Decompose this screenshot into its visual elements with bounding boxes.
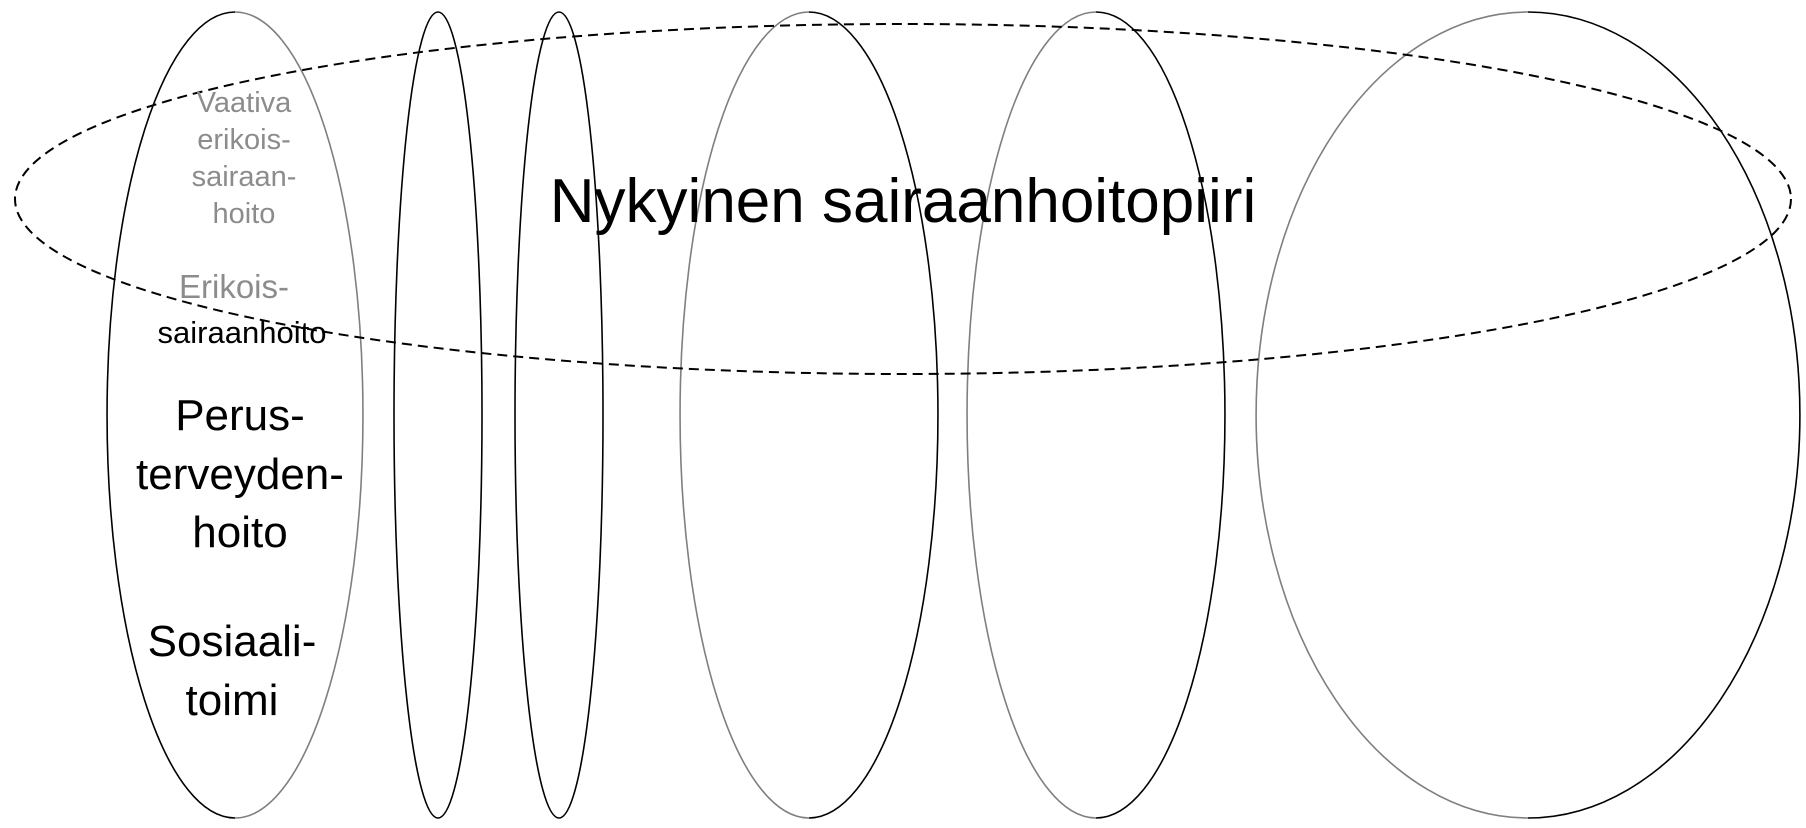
label-vaativa-line-3: sairaan- xyxy=(192,161,297,193)
label-vaativa-line-1: Vaativa xyxy=(197,87,292,119)
municipality-ellipse-4-left xyxy=(679,11,810,819)
municipality-ellipse-1-right xyxy=(234,11,364,819)
label-perus-line-2: terveyden- xyxy=(136,450,344,499)
label-vaativa-line-2: erikois- xyxy=(197,124,290,156)
municipality-ellipse-6-right xyxy=(1527,11,1801,819)
label-perus-line-1: Perus- xyxy=(175,391,305,440)
municipality-ellipse-5-right xyxy=(1095,11,1226,819)
municipality-ellipse-5-left xyxy=(966,11,1097,819)
hospital-district-title: Nykyinen sairaanhoitopiiri xyxy=(550,167,1256,236)
label-sosiaali-line-1: Sosiaali- xyxy=(148,617,317,666)
label-erikois-line-2: sairaanhoito xyxy=(158,315,327,350)
hospital-district-ellipse xyxy=(14,23,1792,375)
label-vaativa-line-4: hoito xyxy=(213,198,276,230)
label-erikois-line-1: Erikois- xyxy=(179,268,289,305)
municipality-ellipse-6-left xyxy=(1255,11,1529,819)
label-perus-line-3: hoito xyxy=(192,508,287,557)
label-sosiaali-line-2: toimi xyxy=(186,676,279,725)
municipality-ellipse-2 xyxy=(393,11,483,819)
municipality-ellipse-3 xyxy=(514,11,604,819)
level-labels: Vaativa erikois- sairaan- hoito Erikois-… xyxy=(136,87,344,725)
municipality-ellipse-1-left xyxy=(106,11,236,819)
municipality-ellipse-4-right xyxy=(808,11,939,819)
municipality-columns xyxy=(106,11,1801,819)
